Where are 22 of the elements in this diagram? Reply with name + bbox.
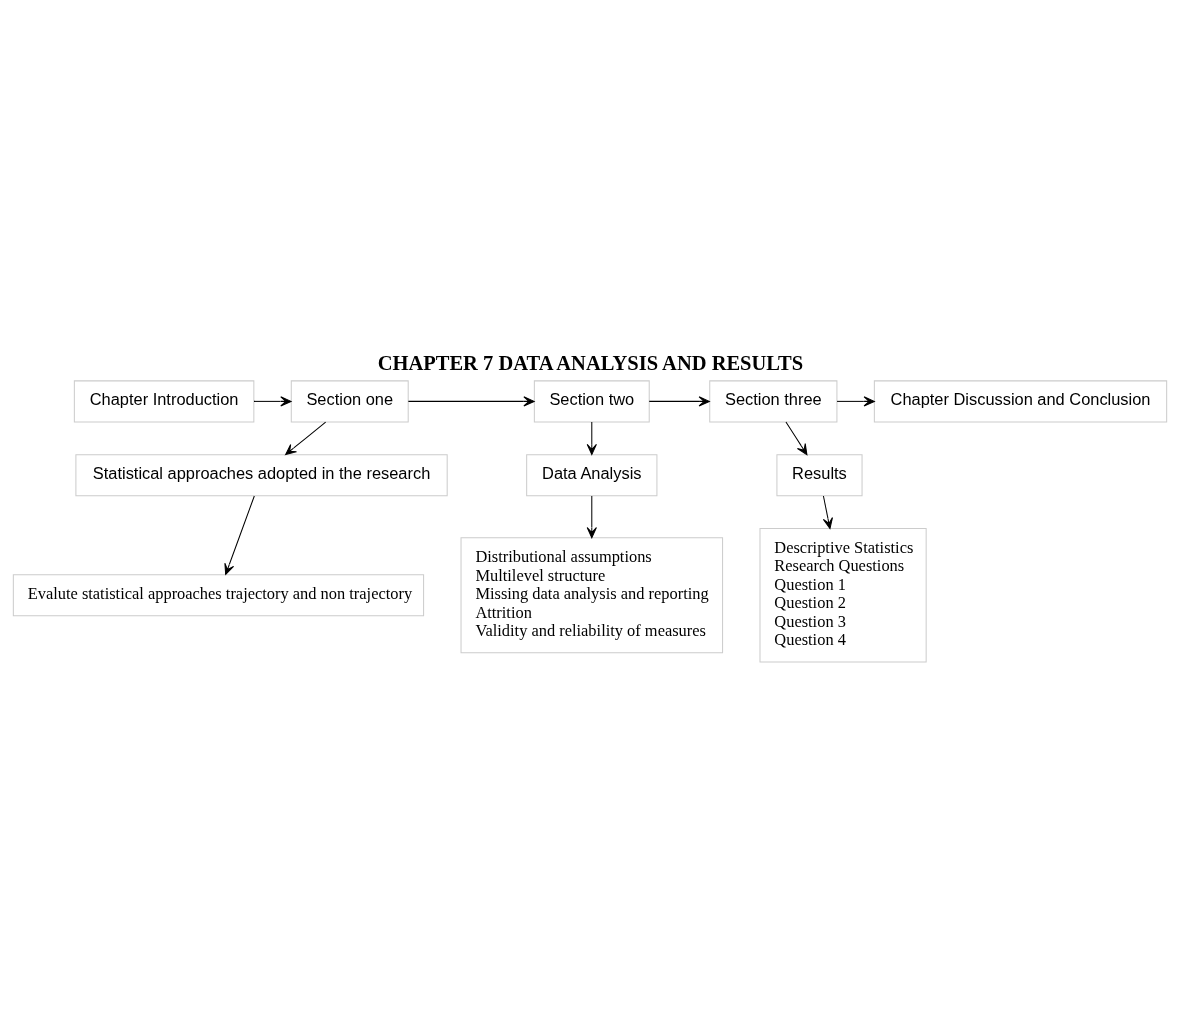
arrow — [836, 396, 875, 407]
arrow — [785, 421, 808, 456]
node-box: Section three — [709, 380, 838, 423]
arrow — [407, 396, 535, 407]
node-box: Chapter Introduction — [73, 380, 255, 423]
node-box: Statistical approaches adopted in the research — [75, 454, 448, 497]
arrow — [253, 396, 292, 407]
node-box: Distributional assumptions Multilevel structure Missing data analysis and reporting Attrition Validity and reliability of measures — [460, 537, 724, 654]
node-box: Section one — [290, 380, 409, 423]
arrow — [822, 495, 833, 530]
diagram-title: CHAPTER 7 DATA ANALYSIS AND RESULTS — [377, 351, 804, 374]
arrow — [648, 396, 710, 407]
node-box: Section two — [533, 380, 650, 423]
node-box: Evalute statistical approaches trajectory and non trajectory — [12, 574, 425, 617]
arrow — [224, 495, 255, 575]
node-box: Descriptive Statistics Research Questions Question 1 Question 2 Question 3 Question 4 — [759, 528, 927, 663]
node-box: Results — [776, 454, 863, 497]
node-box: Data Analysis — [526, 454, 658, 497]
arrow — [586, 495, 597, 539]
arrow — [285, 421, 327, 456]
arrow — [586, 421, 597, 456]
node-box: Chapter Discussion and Conclusion — [873, 380, 1168, 423]
